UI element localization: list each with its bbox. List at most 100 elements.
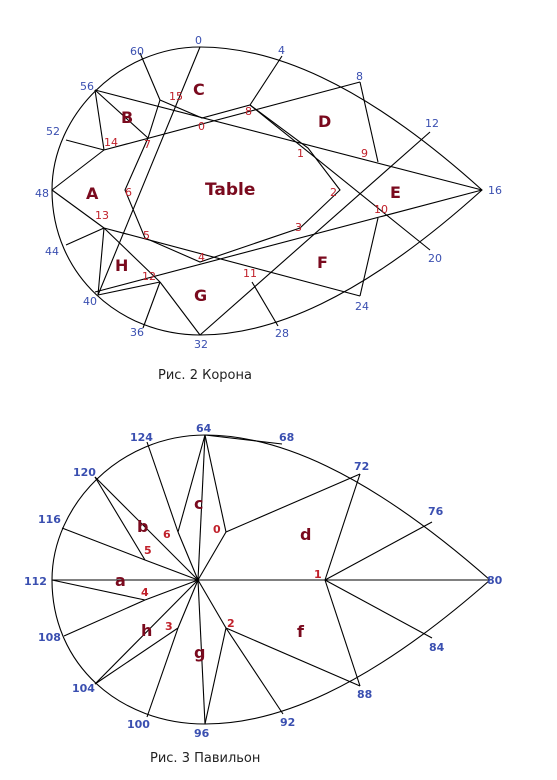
girdle-number: 32 bbox=[194, 338, 208, 351]
table-point-number: 5 bbox=[143, 229, 150, 242]
table-chord bbox=[249, 104, 431, 251]
facet-letter: F bbox=[317, 253, 328, 272]
facet-edge bbox=[204, 434, 283, 445]
facet-edge bbox=[225, 473, 361, 533]
pavilion-girdle-numbers: 64 68 72 76 80 84 88 92 96 100 104 108 1… bbox=[24, 422, 503, 740]
crown-facet-letters: A B C D E F G H Table bbox=[86, 80, 401, 305]
inner-point-number: 3 bbox=[165, 620, 173, 633]
girdle-number: 80 bbox=[487, 574, 503, 587]
girdle-number: 8 bbox=[356, 70, 363, 83]
facet-edge bbox=[197, 579, 206, 725]
girdle-number: 120 bbox=[73, 466, 96, 479]
table-chord bbox=[103, 81, 361, 151]
facet-edge bbox=[63, 599, 146, 637]
table-point-number: 10 bbox=[374, 203, 388, 216]
girdle-number: 56 bbox=[80, 80, 94, 93]
girdle-number: 60 bbox=[130, 45, 144, 58]
facet-edge bbox=[177, 434, 206, 533]
facet-edge bbox=[159, 281, 201, 336]
facet-edge bbox=[144, 579, 199, 601]
table-chord bbox=[94, 89, 483, 191]
facet-edge bbox=[177, 531, 199, 581]
pavilion-facet-edges bbox=[51, 434, 490, 725]
table-point-number: 2 bbox=[330, 186, 337, 199]
table-point-number: 14 bbox=[104, 136, 118, 149]
table-chord bbox=[199, 131, 431, 336]
table-point-number: 0 bbox=[198, 120, 205, 133]
facet-letter: d bbox=[300, 525, 311, 544]
facet-edge bbox=[177, 579, 199, 629]
crown-diagram: 0 4 8 12 16 20 24 28 32 36 40 44 48 52 5… bbox=[35, 34, 502, 383]
facet-letter: H bbox=[115, 256, 128, 275]
facet-letter: D bbox=[318, 112, 331, 131]
table-point-number: 7 bbox=[144, 138, 151, 151]
facet-edge bbox=[359, 217, 379, 297]
girdle-number: 84 bbox=[429, 641, 445, 654]
girdle-number: 4 bbox=[278, 44, 285, 57]
facet-edge bbox=[65, 139, 105, 151]
facet-edge bbox=[225, 627, 361, 687]
facet-edge bbox=[94, 579, 199, 685]
facet-edge bbox=[197, 434, 206, 581]
facet-letter: g bbox=[194, 643, 205, 662]
table-point-number: 11 bbox=[243, 267, 257, 280]
girdle-number: 24 bbox=[355, 300, 369, 313]
facet-edge bbox=[251, 281, 279, 327]
inner-point-number: 5 bbox=[144, 544, 152, 557]
table-chord bbox=[94, 189, 483, 293]
facet-edge bbox=[197, 579, 227, 629]
crown-facet-edges bbox=[51, 46, 483, 336]
table-point-number: 9 bbox=[361, 147, 368, 160]
table-chord bbox=[103, 227, 361, 297]
facet-edge bbox=[103, 227, 161, 283]
inner-point-number: 0 bbox=[213, 523, 221, 536]
girdle-number: 112 bbox=[24, 575, 47, 588]
inner-point-number: 6 bbox=[163, 528, 171, 541]
facet-edge bbox=[61, 527, 146, 561]
girdle-number: 76 bbox=[428, 505, 444, 518]
facet-letter: A bbox=[86, 184, 99, 203]
crown-girdle-outline bbox=[51, 46, 483, 336]
facet-edge bbox=[249, 55, 283, 106]
girdle-number: 116 bbox=[38, 513, 61, 526]
facet-edge bbox=[359, 81, 379, 163]
crown-girdle-numbers: 0 4 8 12 16 20 24 28 32 36 40 44 48 52 5… bbox=[35, 34, 502, 351]
table-point-number: 12 bbox=[142, 270, 156, 283]
facet-letter: b bbox=[137, 517, 148, 536]
girdle-number: 0 bbox=[195, 34, 202, 47]
facet-edge bbox=[97, 281, 161, 296]
pavilion-girdle-outline bbox=[51, 434, 491, 725]
facet-edge bbox=[146, 627, 179, 718]
facet-edge bbox=[142, 281, 161, 329]
facet-edge bbox=[324, 473, 361, 581]
facet-edge bbox=[51, 189, 105, 229]
girdle-number: 68 bbox=[279, 431, 294, 444]
facet-edge bbox=[324, 579, 433, 639]
table-chord bbox=[94, 89, 149, 139]
girdle-number: 72 bbox=[354, 460, 369, 473]
girdle-number: 20 bbox=[428, 252, 442, 265]
table-point-number: 13 bbox=[95, 209, 109, 222]
girdle-number: 92 bbox=[280, 716, 295, 729]
facet-edge bbox=[204, 627, 227, 725]
facet-letter: a bbox=[115, 571, 126, 590]
facet-edge bbox=[51, 579, 146, 601]
girdle-number: 28 bbox=[275, 327, 289, 340]
facet-edge bbox=[324, 579, 361, 687]
girdle-number: 124 bbox=[130, 431, 153, 444]
facet-edge bbox=[144, 559, 199, 581]
facet-edge bbox=[146, 441, 179, 533]
pavilion-facet-letters: a b c d f g h bbox=[115, 494, 311, 662]
table-edge bbox=[124, 99, 341, 263]
girdle-number: 36 bbox=[130, 326, 144, 339]
crown-table-numbers: 0 1 2 3 4 5 6 7 8 9 10 11 12 13 14 15 bbox=[95, 90, 388, 283]
table-label: Table bbox=[205, 180, 255, 200]
table-chord bbox=[97, 46, 201, 296]
facet-edge bbox=[94, 89, 105, 151]
facet-letter: C bbox=[193, 80, 205, 99]
facet-edge bbox=[225, 627, 284, 715]
facet-edge bbox=[94, 627, 179, 685]
girdle-number: 88 bbox=[357, 688, 372, 701]
facet-edge bbox=[97, 227, 105, 296]
